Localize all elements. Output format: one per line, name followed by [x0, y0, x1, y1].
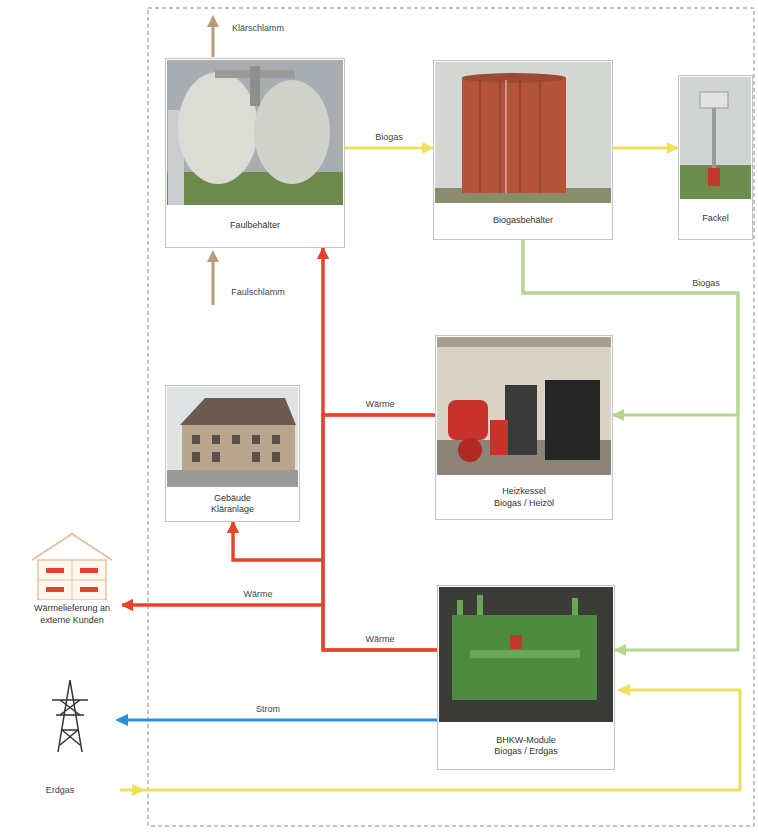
chp-pipes	[460, 595, 575, 615]
building-facade	[182, 425, 295, 470]
photo-sky	[680, 77, 751, 200]
photo-ground	[167, 172, 343, 205]
flow-label: Biogas	[692, 278, 720, 289]
boiler-unit	[448, 400, 488, 440]
house-roof	[32, 534, 112, 560]
gasholder-photo	[435, 62, 611, 205]
power-label: Strom	[256, 704, 280, 715]
arrowhead	[207, 15, 219, 27]
node-caption: Biogasbehälter	[434, 203, 612, 239]
flow-label: Biogas	[375, 132, 403, 143]
sludge-in-arrow	[212, 262, 215, 305]
flow-connector	[613, 147, 678, 150]
photo-sky	[167, 60, 343, 205]
power-arrow	[128, 719, 437, 722]
natural-gas-line	[120, 690, 740, 790]
flow-connector	[523, 240, 738, 650]
photo-ground	[680, 165, 751, 200]
arrowhead	[132, 784, 145, 796]
photo-background	[439, 587, 613, 722]
power-pylon	[52, 680, 88, 752]
node-label: BHKW-Module	[496, 735, 555, 746]
boiler-pump	[458, 438, 482, 462]
node-label: Biogas / Erdgas	[494, 746, 558, 757]
boiler-photo	[437, 337, 611, 475]
photo-wall	[437, 337, 611, 475]
house-body	[38, 560, 106, 600]
radiators	[46, 568, 98, 592]
plant-boundary	[148, 8, 754, 826]
house-icon	[32, 534, 112, 600]
flow-label: Wärme	[366, 634, 395, 645]
boiler-panel	[545, 380, 600, 460]
chp-engine	[452, 615, 597, 700]
sludge-out-arrow	[212, 26, 215, 57]
arrowhead	[617, 684, 630, 696]
chp-box: BHKW-ModuleBiogas / Erdgas	[437, 585, 615, 770]
flow-connector	[523, 240, 738, 415]
flow-label: Wärme	[366, 399, 395, 410]
digester-box: Faulbehälter	[165, 58, 345, 248]
node-caption: Fackel	[679, 199, 752, 239]
chp-photo	[439, 587, 613, 722]
sludge-label: Faulschlamm	[231, 287, 285, 298]
node-caption: Gebäude Kläranlage	[166, 487, 299, 521]
gasholder-tank	[462, 78, 566, 193]
node-caption: Faulbehälter	[166, 205, 344, 247]
photo-sky	[167, 387, 298, 487]
node-label: Biogas / Heizöl	[494, 498, 554, 509]
chp-valve	[510, 635, 522, 649]
photo-ceiling	[437, 337, 611, 347]
flow-connector	[323, 248, 437, 650]
flare-head	[700, 92, 728, 108]
tank-ladder	[506, 80, 507, 193]
node-label: Wärmelieferung an externe Kunden	[31, 603, 113, 626]
digester-egg	[178, 72, 258, 184]
photo-sky	[435, 62, 611, 205]
photo-ground	[167, 470, 298, 487]
node-label: Faulbehälter	[230, 220, 280, 231]
building-box: Gebäude Kläranlage	[165, 385, 300, 522]
flow-connector	[122, 415, 435, 605]
node-label: Fackel	[702, 213, 729, 224]
node-label: Heizkessel	[502, 486, 546, 497]
arrowhead	[115, 714, 128, 726]
flare-photo	[680, 77, 751, 200]
chp-manifold	[470, 650, 580, 658]
arrowhead	[207, 250, 219, 262]
building-photo	[167, 387, 298, 487]
node-caption: BHKW-ModuleBiogas / Erdgas	[438, 723, 614, 769]
customer-node: Wärmelieferung an externe Kunden	[22, 530, 122, 629]
boiler-box: HeizkesselBiogas / Heizöl	[435, 335, 613, 520]
flare-box: Fackel	[678, 75, 753, 240]
boiler-panel	[505, 385, 537, 455]
building-windows	[192, 435, 280, 462]
house-floors	[38, 560, 106, 600]
digester-egg	[254, 80, 330, 184]
gasholder-roof	[462, 73, 566, 83]
node-label: Biogasbehälter	[493, 215, 553, 226]
building-roof	[180, 398, 296, 425]
digester-photo	[167, 60, 343, 205]
boiler-pipe	[490, 420, 508, 455]
flow-label: Wärme	[244, 589, 273, 600]
node-label: Gebäude Kläranlage	[211, 493, 254, 516]
flow-connector	[323, 248, 435, 415]
gas-label: Erdgas	[46, 785, 75, 796]
flow-connector	[122, 605, 437, 650]
node-caption: Wärmelieferung an externe Kunden	[22, 600, 122, 629]
tank-stripes	[480, 80, 540, 193]
photo-tower	[250, 66, 260, 106]
flow-connector	[345, 147, 433, 150]
gasholder-box: Biogasbehälter	[433, 60, 613, 240]
sludge-label: Klärschlamm	[232, 23, 284, 34]
node-caption: HeizkesselBiogas / Heizöl	[436, 476, 612, 519]
flare-valve	[708, 168, 720, 186]
flow-connector	[233, 522, 437, 650]
